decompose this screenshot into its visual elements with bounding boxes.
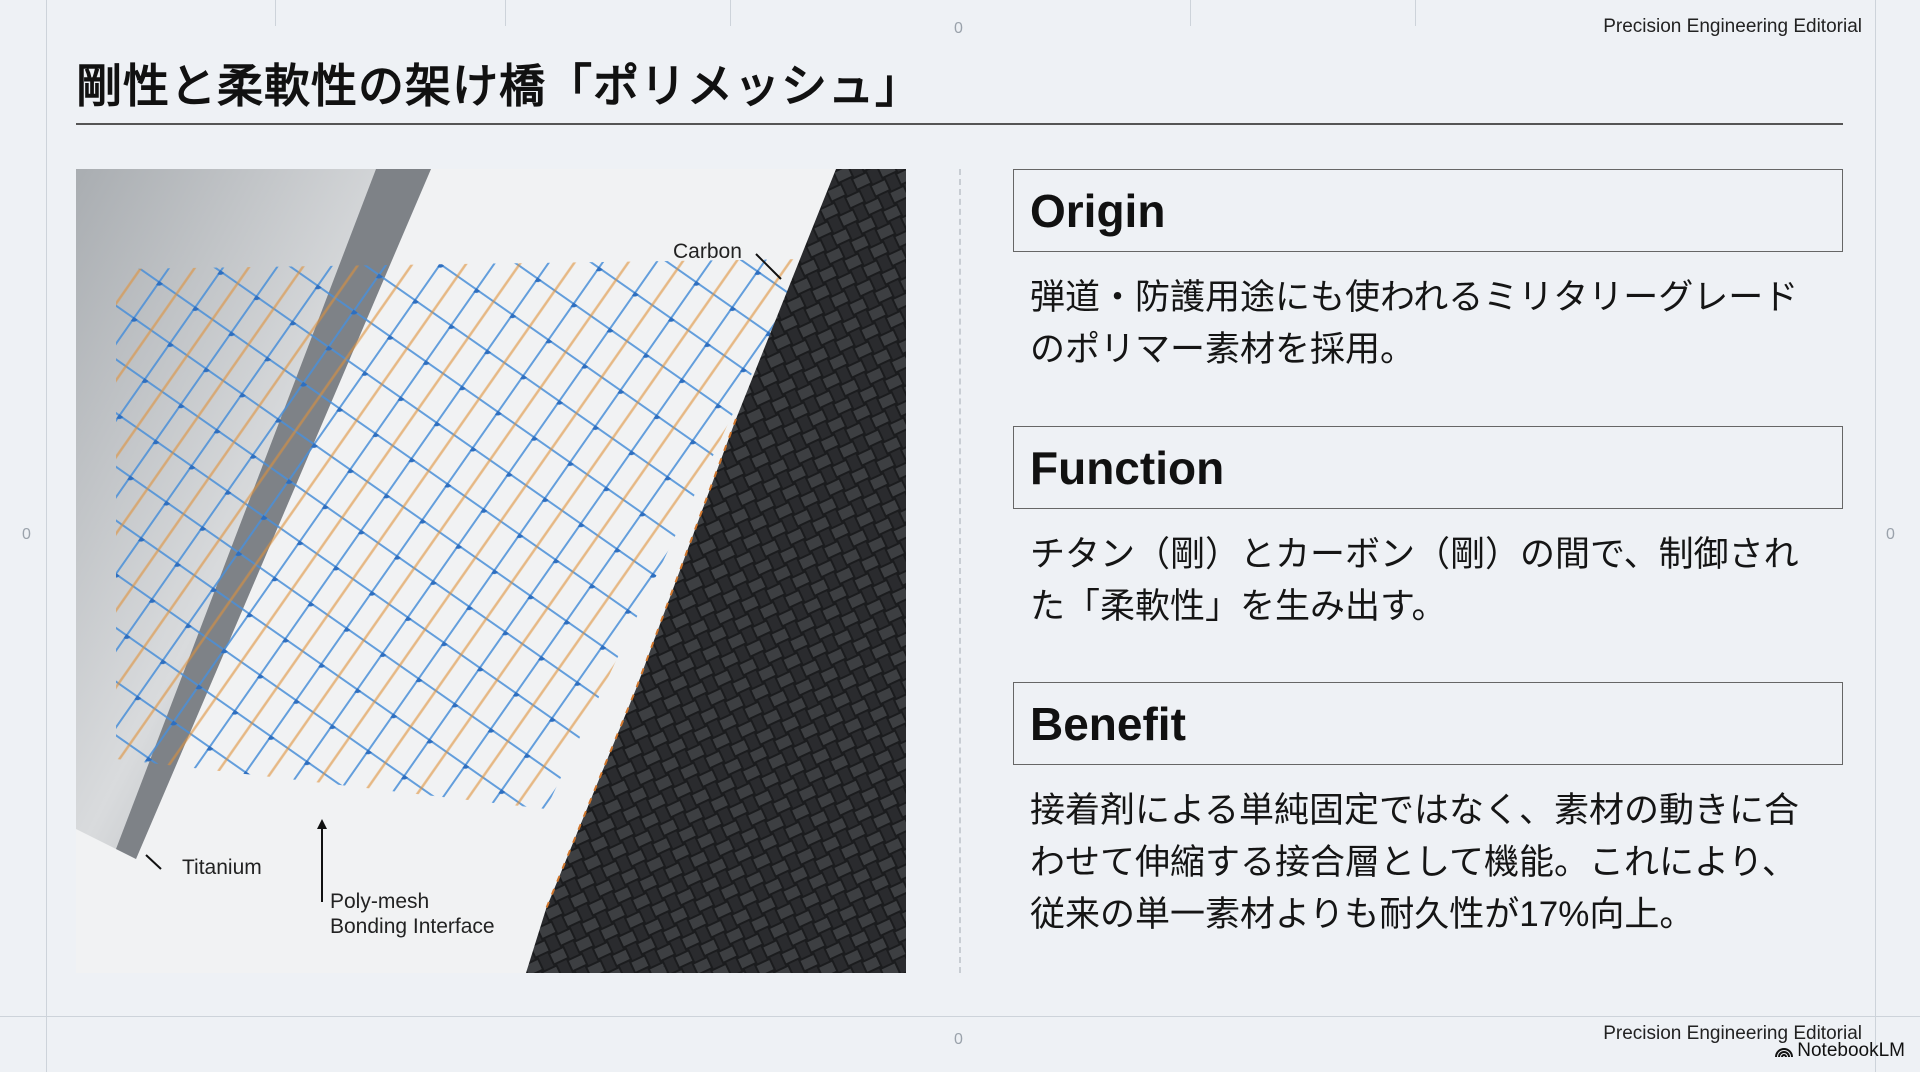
label-titanium: Titanium [182, 856, 262, 879]
body-line: のポリマー素材を採用。 [1030, 330, 1416, 369]
illustration-graphic [76, 169, 906, 973]
section-heading: Benefit [1030, 698, 1186, 750]
body-line: チタン（剛）とカーボン（剛）の間で、制御され [1030, 535, 1799, 574]
notebooklm-label: NotebookLM [1797, 1040, 1905, 1061]
guide-line [0, 1016, 1920, 1017]
notebooklm-logo-icon [1775, 1048, 1794, 1058]
guide-tick [275, 0, 276, 26]
body-line: た「柔軟性」を生み出す。 [1030, 587, 1447, 626]
section-origin-header: Origin [1013, 169, 1843, 252]
body-line: わせて伸縮する接合層として機能。これにより、 [1030, 843, 1797, 882]
body-line: 弾道・防護用途にも使われるミリタリーグレード [1030, 278, 1799, 317]
section-function-header: Function [1013, 426, 1843, 509]
label-poly-mesh-line1: Poly-mesh [330, 890, 430, 913]
guide-zero-right: 0 [1886, 526, 1895, 543]
header-brand: Precision Engineering Editorial [1603, 16, 1862, 37]
section-heading: Origin [1030, 185, 1166, 237]
notebooklm-watermark: NotebookLM [1775, 1040, 1905, 1062]
page-title: 剛性と柔軟性の架け橋「ポリメッシュ」 [76, 60, 922, 112]
body-line: 接着剤による単純固定ではなく、素材の動きに合 [1030, 791, 1799, 830]
footer-brand: Precision Engineering Editorial [1603, 1023, 1862, 1044]
guide-tick [1415, 0, 1416, 26]
section-benefit-body: 接着剤による単純固定ではなく、素材の動きに合 わせて伸縮する接合層として機能。こ… [1030, 785, 1799, 941]
label-poly-mesh: Poly-mesh Bonding Interface [330, 889, 495, 939]
body-line: 従来の単一素材よりも耐久性が17%向上。 [1030, 895, 1695, 934]
guide-zero-bottom: 0 [954, 1031, 963, 1048]
section-benefit-header: Benefit [1013, 682, 1843, 765]
guide-line [1875, 0, 1876, 1072]
title-divider [76, 123, 1843, 125]
column-divider [959, 169, 961, 973]
guide-zero-top: 0 [954, 20, 963, 37]
section-function-body: チタン（剛）とカーボン（剛）の間で、制御され た「柔軟性」を生み出す。 [1030, 529, 1799, 633]
label-carbon: Carbon [673, 240, 742, 263]
label-poly-mesh-line2: Bonding Interface [330, 915, 495, 938]
guide-line [46, 0, 47, 1072]
section-heading: Function [1030, 442, 1225, 494]
guide-tick [505, 0, 506, 26]
guide-tick [730, 0, 731, 26]
material-illustration: Carbon Titanium Poly-mesh Bonding Interf… [76, 169, 906, 973]
guide-tick [1190, 0, 1191, 26]
guide-zero-left: 0 [22, 526, 31, 543]
section-origin-body: 弾道・防護用途にも使われるミリタリーグレード のポリマー素材を採用。 [1030, 272, 1798, 376]
